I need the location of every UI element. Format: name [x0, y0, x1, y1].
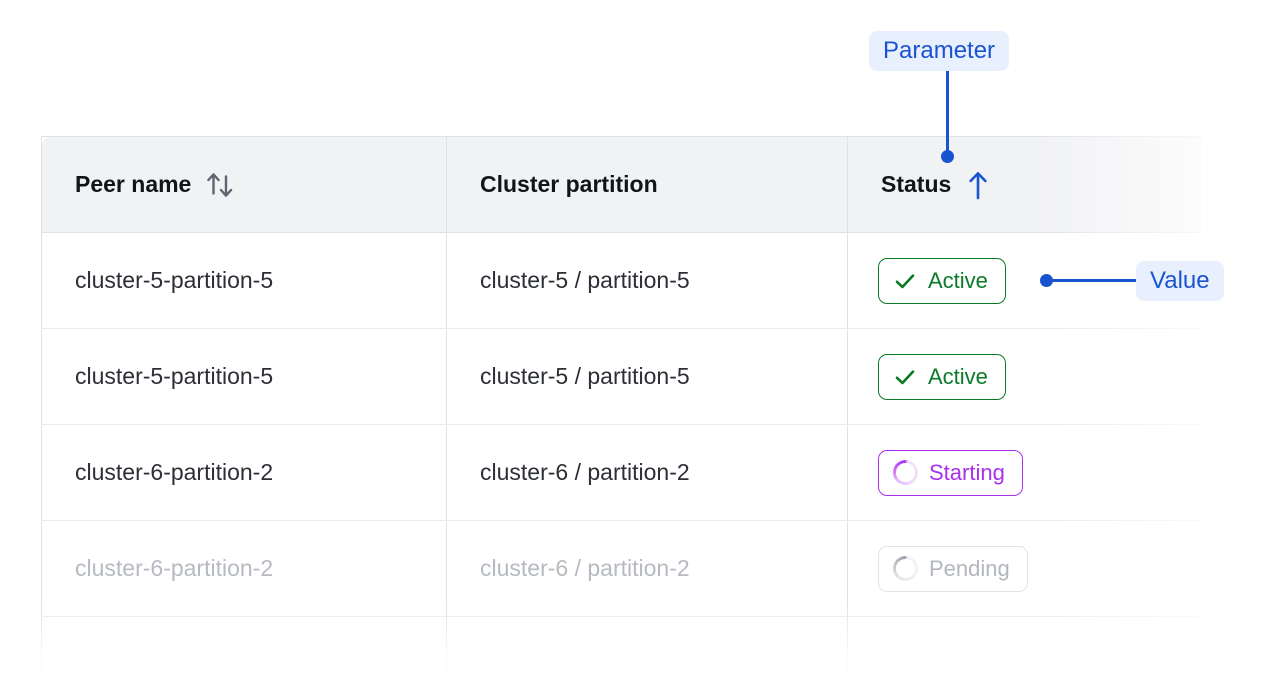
status-badge-label: Pending [929, 555, 1010, 581]
cell-cluster-partition: cluster-6 / partition-3 [446, 616, 848, 688]
cell-peer-name: cluster-5-partition-5 [41, 232, 447, 329]
cell-status: Pending [847, 520, 1201, 617]
column-header-peer-name-label: Peer name [75, 171, 192, 197]
table-header: Peer name [41, 136, 1201, 233]
column-header-cluster-partition-label: Cluster partition [480, 171, 658, 197]
cell-status: Active [847, 328, 1201, 425]
peers-table: Peer name [41, 136, 1201, 688]
cell-cluster-partition: cluster-6 / partition-2 [446, 520, 848, 617]
status-badge-label: Pending [893, 651, 974, 677]
check-icon [893, 365, 917, 389]
parameter-annotation-badge: Parameter [869, 31, 1010, 71]
cell-cluster-partition: cluster-5 / partition-5 [446, 328, 848, 425]
column-header-cluster-partition[interactable]: Cluster partition [446, 136, 848, 233]
arrow-up-icon[interactable] [965, 169, 991, 201]
status-badge: Active [878, 353, 1006, 400]
cell-status: Pending [847, 616, 1201, 688]
cell-cluster-partition: cluster-6 / partition-2 [446, 424, 848, 521]
sort-both-icon[interactable] [205, 168, 235, 202]
cell-peer-name: cluster-5-partition-5 [41, 328, 447, 425]
value-connector-dot [1040, 274, 1053, 287]
table-row[interactable]: cluster-6-partition-3 cluster-6 / partit… [41, 616, 1201, 688]
table-body: cluster-5-partition-5 cluster-5 / partit… [41, 232, 1201, 688]
table-header-row: Peer name [41, 136, 1201, 233]
table-row[interactable]: cluster-5-partition-5 cluster-5 / partit… [41, 328, 1201, 425]
column-header-status-label: Status [881, 171, 952, 197]
column-header-status[interactable]: Status [847, 136, 1201, 233]
status-badge: Starting [878, 449, 1023, 496]
status-badge-label: Active [928, 267, 988, 293]
cell-peer-name: cluster-6-partition-2 [41, 520, 447, 617]
value-annotation-badge: Value [1136, 261, 1224, 301]
peers-table-container: Peer name [41, 136, 1201, 688]
status-badge: Pending [878, 545, 1028, 592]
cell-cluster-partition: cluster-5 / partition-5 [446, 232, 848, 329]
table-row[interactable]: cluster-6-partition-2 cluster-6 / partit… [41, 520, 1201, 617]
spinner-icon [893, 556, 918, 581]
cell-status: Starting [847, 424, 1201, 521]
status-badge-label: Active [928, 363, 988, 389]
parameter-connector-dot [941, 150, 954, 163]
cell-peer-name: cluster-6-partition-3 [41, 616, 447, 688]
cell-peer-name: cluster-6-partition-2 [41, 424, 447, 521]
status-badge-label: Starting [929, 459, 1005, 485]
status-badge: Pending [878, 641, 992, 688]
status-badge: Active [878, 257, 1006, 304]
table-row[interactable]: cluster-5-partition-5 cluster-5 / partit… [41, 232, 1201, 329]
parameter-connector-line [946, 71, 949, 157]
value-connector-line [1047, 279, 1139, 282]
spinner-icon [893, 460, 918, 485]
check-icon [893, 269, 917, 293]
column-header-peer-name[interactable]: Peer name [41, 136, 447, 233]
table-row[interactable]: cluster-6-partition-2 cluster-6 / partit… [41, 424, 1201, 521]
